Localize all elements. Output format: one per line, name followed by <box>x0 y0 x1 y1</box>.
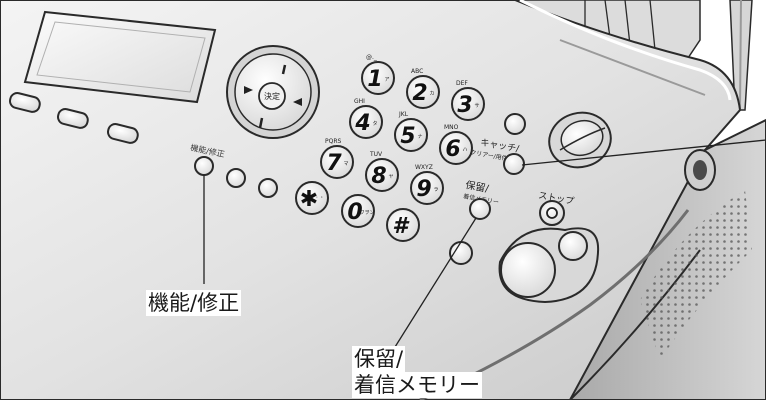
dial-key-number: 9 <box>416 177 431 202</box>
dial-key-kana: サ <box>474 103 479 109</box>
start-button[interactable] <box>500 242 556 298</box>
lcd-display <box>23 10 217 104</box>
dial-key-kana: ナ <box>417 134 422 140</box>
dial-key-number: 0 <box>347 200 362 225</box>
function-edit-button[interactable] <box>194 156 214 176</box>
dial-key-kana: マ <box>343 161 348 167</box>
callout-lines <box>203 139 766 348</box>
callout-hold-line1: 保留/ <box>352 346 406 372</box>
callout-hold-line2: 着信メモリー <box>352 372 482 398</box>
dial-key-face[interactable] <box>361 61 395 95</box>
callout-line-catch <box>521 139 766 166</box>
dial-key-face[interactable] <box>406 75 440 109</box>
dial-key-face[interactable] <box>410 171 444 205</box>
dial-key-face[interactable] <box>386 208 420 242</box>
dial-key-letters: GHI <box>354 98 365 105</box>
dial-key-face[interactable] <box>451 87 485 121</box>
dial-key-number: 4 <box>354 111 370 136</box>
dial-key-number: ✱ <box>300 187 318 212</box>
speaker-grille <box>640 190 752 360</box>
stop-button[interactable] <box>539 200 565 226</box>
dial-key-letters: WXYZ <box>415 164 433 171</box>
dial-key-number: 2 <box>412 81 427 106</box>
dial-key-letters: @._ <box>366 54 378 61</box>
dial-key-face[interactable] <box>295 181 329 215</box>
dial-key-kana: ゛゜ <box>316 197 326 203</box>
soft-key-1[interactable] <box>8 92 42 114</box>
soft-key-3[interactable] <box>106 123 140 145</box>
dial-key-face[interactable] <box>365 158 399 192</box>
side-jack <box>684 149 716 191</box>
dial-key-kana: ヤ <box>388 174 393 180</box>
dial-key-kana: ハ <box>462 147 467 153</box>
dial-key-number: 5 <box>400 124 415 149</box>
dial-key-letters: PQRS <box>325 138 342 145</box>
hold-label-line1: 保留/ <box>464 178 490 195</box>
dial-key-letters: DEF <box>456 80 468 87</box>
nav-up-arrow-icon <box>281 64 287 75</box>
hold-memory-button[interactable] <box>469 198 491 220</box>
dial-key-number: 1 <box>367 67 382 92</box>
upper-right-button[interactable] <box>504 113 526 135</box>
antenna <box>729 0 753 111</box>
dial-key-letters: JKL <box>398 111 409 118</box>
nav-right-arrow-icon <box>293 98 302 106</box>
nav-down-arrow-icon <box>258 117 264 129</box>
soft-keys <box>8 92 140 145</box>
callout-function-edit: 機能/修正 <box>146 290 242 316</box>
dial-key-11[interactable]: # <box>386 208 420 242</box>
dial-key-letters: ABC <box>411 68 423 75</box>
dial-key-9[interactable]: ✱゛゜ <box>295 181 329 215</box>
dial-key-kana: ア <box>384 77 389 83</box>
dial-key-face[interactable] <box>349 105 383 139</box>
small-button-3[interactable] <box>258 178 278 198</box>
soft-key-2[interactable] <box>56 108 90 130</box>
catch-clear-button[interactable] <box>503 153 525 175</box>
enter-button[interactable] <box>258 82 286 110</box>
copy-button[interactable] <box>558 231 588 261</box>
dial-key-letters: TUV <box>369 151 383 158</box>
large-buttons <box>548 111 612 169</box>
navigation-pad[interactable]: 決定 <box>226 45 320 139</box>
callout-line-hold <box>394 217 477 348</box>
enter-button-label: 決定 <box>264 91 280 101</box>
dial-key-number: 3 <box>457 93 472 118</box>
dial-key-number: # <box>392 214 410 239</box>
small-button-2[interactable] <box>226 168 246 188</box>
nav-left-arrow-icon <box>244 86 253 94</box>
dial-key-face[interactable] <box>341 194 375 228</box>
dial-key-letters: MNO <box>444 124 459 131</box>
dial-key-face[interactable] <box>439 131 473 165</box>
dial-key-kana: タ <box>372 120 377 127</box>
dial-key-number: 6 <box>445 137 460 162</box>
dial-key-kana: カ <box>429 91 434 97</box>
dial-key-face[interactable] <box>320 145 354 179</box>
dial-key-kana: ワヲン <box>359 210 374 216</box>
start-button-cluster <box>449 227 600 304</box>
dial-key-number: 7 <box>326 151 342 176</box>
stop-icon <box>546 207 558 219</box>
dial-key-kana: ラ <box>433 187 438 193</box>
dial-key-face[interactable] <box>394 118 428 152</box>
dial-key-number: 8 <box>371 164 386 189</box>
